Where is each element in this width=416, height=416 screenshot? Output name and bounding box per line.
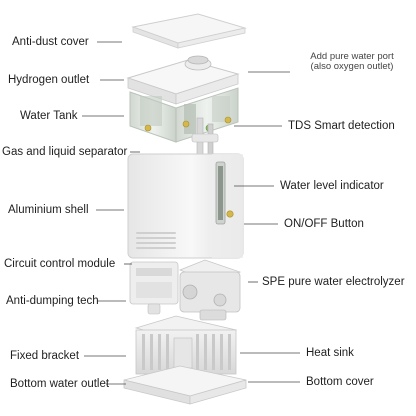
right-leader-lines (234, 71, 300, 383)
label-aluminium-shell: Aluminium shell (8, 204, 89, 216)
label-add-pure-water-port-line1: Add pure water port (310, 51, 394, 62)
left-leader-lines (82, 41, 140, 385)
label-water-level-indicator: Water level indicator (280, 180, 384, 192)
label-add-pure-water-port: Add pure water port (also oxygen outlet) (294, 52, 410, 72)
label-bottom-cover: Bottom cover (306, 376, 374, 388)
label-hydrogen-outlet: Hydrogen outlet (8, 74, 90, 86)
label-anti-dumping-tech: Anti-dumping tech (6, 295, 99, 307)
label-gas-liquid-separator: Gas and liquid separator (2, 146, 128, 158)
label-water-tank: Water Tank (20, 110, 78, 122)
spe-electrolyzer-part (178, 259, 242, 321)
label-fixed-bracket: Fixed bracket (10, 350, 80, 362)
aluminium-shell-part (127, 153, 244, 259)
anti-dumping-part (147, 303, 161, 315)
label-on-off-button: ON/OFF Button (284, 218, 364, 230)
label-add-pure-water-port-line2: (also oxygen outlet) (310, 61, 394, 72)
label-bottom-water-outlet: Bottom water outlet (10, 378, 110, 390)
label-circuit-control-module: Circuit control module (4, 258, 116, 270)
tank-lid-part (126, 55, 240, 105)
circuit-module-part (129, 261, 179, 305)
label-heat-sink: Heat sink (306, 347, 354, 359)
heat-sink-bracket-part (134, 315, 238, 375)
label-tds-smart-detection: TDS Smart detection (288, 120, 395, 132)
bottom-cover-part (123, 365, 247, 405)
water-tank-part (129, 87, 239, 143)
label-spe-electrolyzer: SPE pure water electrolyzer (262, 276, 405, 288)
anti-dust-cover-part (131, 13, 247, 49)
label-anti-dust-cover: Anti-dust cover (12, 36, 89, 48)
